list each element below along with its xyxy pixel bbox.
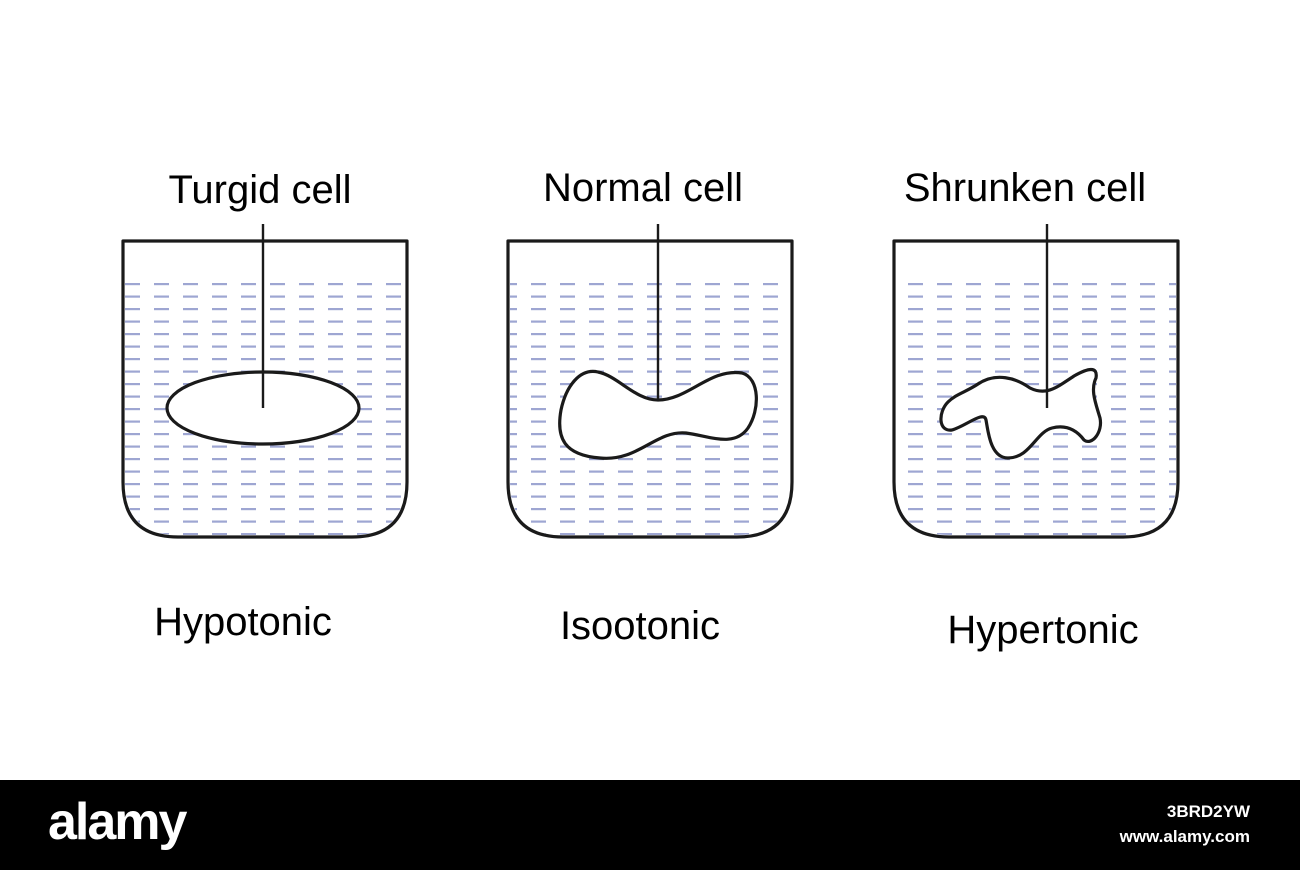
label-normal-cell: Normal cell <box>542 166 744 210</box>
shrunken-cell-shape <box>939 367 1103 460</box>
beaker-outline-hypotonic <box>121 239 409 539</box>
label-shrunken-cell: Shrunken cell <box>903 166 1147 210</box>
label-hypotonic: Hypotonic <box>154 600 332 644</box>
normal-cell-shape <box>558 369 758 460</box>
brand-logo: alamy <box>48 793 187 851</box>
label-isotonic: Isootonic <box>559 604 721 648</box>
image-id-text: 3BRD2YW <box>1166 802 1250 821</box>
osmosis-diagram <box>121 224 1180 539</box>
site-url-text: www.alamy.com <box>1119 827 1250 846</box>
beaker-hypertonic <box>892 224 1180 539</box>
beaker-outline-hypertonic <box>892 239 1180 539</box>
beaker-isotonic <box>506 224 794 539</box>
label-hypertonic: Hypertonic <box>947 608 1139 652</box>
watermark-banner: alamy 3BRD2YW www.alamy.com <box>0 780 1300 870</box>
label-turgid-cell: Turgid cell <box>168 168 352 212</box>
beaker-hypotonic <box>121 224 409 539</box>
beaker-outline-isotonic <box>506 239 794 539</box>
